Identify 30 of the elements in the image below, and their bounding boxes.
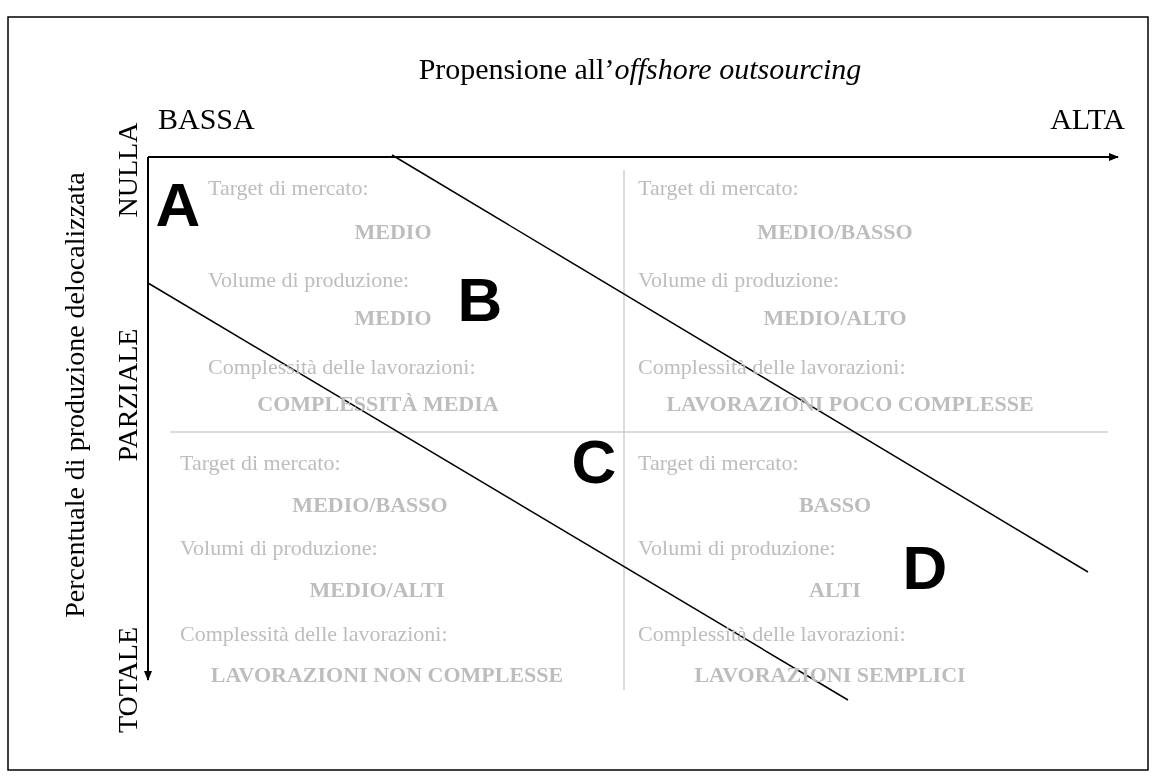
quadrant-value: ALTI xyxy=(809,577,861,603)
quadrant-value: MEDIO xyxy=(354,219,432,245)
quadrant-heading: Complessità delle lavorazioni: xyxy=(638,354,906,380)
quadrant-value: MEDIO/BASSO xyxy=(292,492,448,518)
region-letter: B xyxy=(457,265,503,335)
quadrant-value: BASSO xyxy=(798,492,872,518)
quadrant-value: MEDIO/ALTO xyxy=(763,305,907,331)
axis-end-label: BASSA xyxy=(158,101,255,135)
axis-title: Percentuale di produzione delocalizzata xyxy=(59,172,91,618)
quadrant-heading: Volumi di produzione: xyxy=(180,535,378,561)
quadrant-heading: Target di mercato: xyxy=(208,175,369,201)
quadrant-heading: Target di mercato: xyxy=(638,175,799,201)
region-letter: A xyxy=(155,170,201,240)
quadrant-value: LAVORAZIONI NON COMPLESSE xyxy=(210,662,564,688)
axis-level-label: NULLA xyxy=(112,122,144,218)
axis-end-label: ALTA xyxy=(1050,101,1125,135)
quadrant-value: MEDIO/BASSO xyxy=(757,219,913,245)
quadrant-heading: Volumi di produzione: xyxy=(638,535,836,561)
quadrant-heading: Volume di produzione: xyxy=(208,267,410,293)
axis-level-label: PARZIALE xyxy=(112,328,144,462)
region-letter: D xyxy=(902,533,948,603)
quadrant-value: MEDIO xyxy=(354,305,432,331)
quadrant-heading: Target di mercato: xyxy=(638,450,799,476)
axis-title: Propensione all’offshore outsourcing xyxy=(418,51,862,85)
quadrant-value: MEDIO/ALTI xyxy=(309,577,445,603)
axis-level-label: TOTALE xyxy=(112,626,144,734)
region-letter: C xyxy=(571,427,617,497)
quadrant-heading: Complessità delle lavorazioni: xyxy=(180,621,448,647)
quadrant-heading: Volume di produzione: xyxy=(638,267,840,293)
quadrant-heading: Target di mercato: xyxy=(180,450,341,476)
